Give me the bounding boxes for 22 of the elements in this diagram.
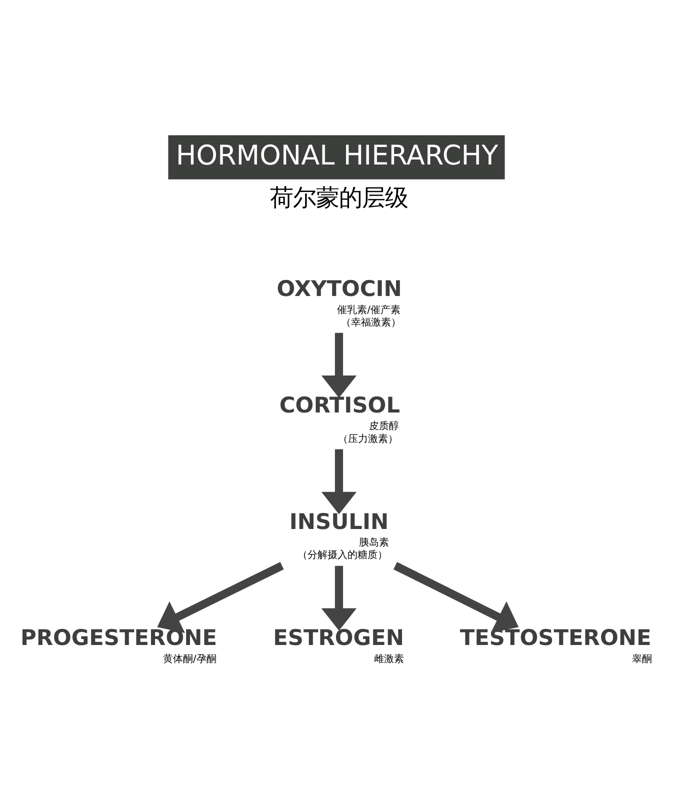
node-label: 催乳素/催产素 [337, 304, 401, 316]
label: 荷尔蒙的层级 [270, 182, 408, 211]
diagram-title: HORMONAL HIERARCHY [176, 140, 498, 172]
node-label: 黄体酮/孕酮 [163, 653, 216, 664]
arrow [321, 332, 357, 398]
node-label: 睾酮 [632, 653, 652, 664]
arrow [393, 562, 519, 632]
node-text: PROGESTERONE [20, 626, 218, 651]
arrow [157, 562, 284, 632]
node-text: TESTOSTERONE [460, 626, 652, 651]
arrow [321, 565, 357, 630]
node-label: 皮质醇 [368, 420, 399, 432]
node-label: 雌激素 [374, 653, 404, 664]
node-label: （幸福激素） [340, 316, 401, 328]
node-text: ESTROGEN [273, 626, 404, 651]
node-text: CORTISOL [279, 392, 400, 418]
node-text: INSULIN [289, 509, 389, 534]
node-label: （压力激素） [338, 433, 398, 444]
node-text: OXYTOCIN [276, 276, 402, 302]
node-label: 胰岛素 [358, 537, 389, 548]
node-label: （分解摄入的糖质） [297, 550, 388, 561]
arrow [321, 448, 357, 514]
